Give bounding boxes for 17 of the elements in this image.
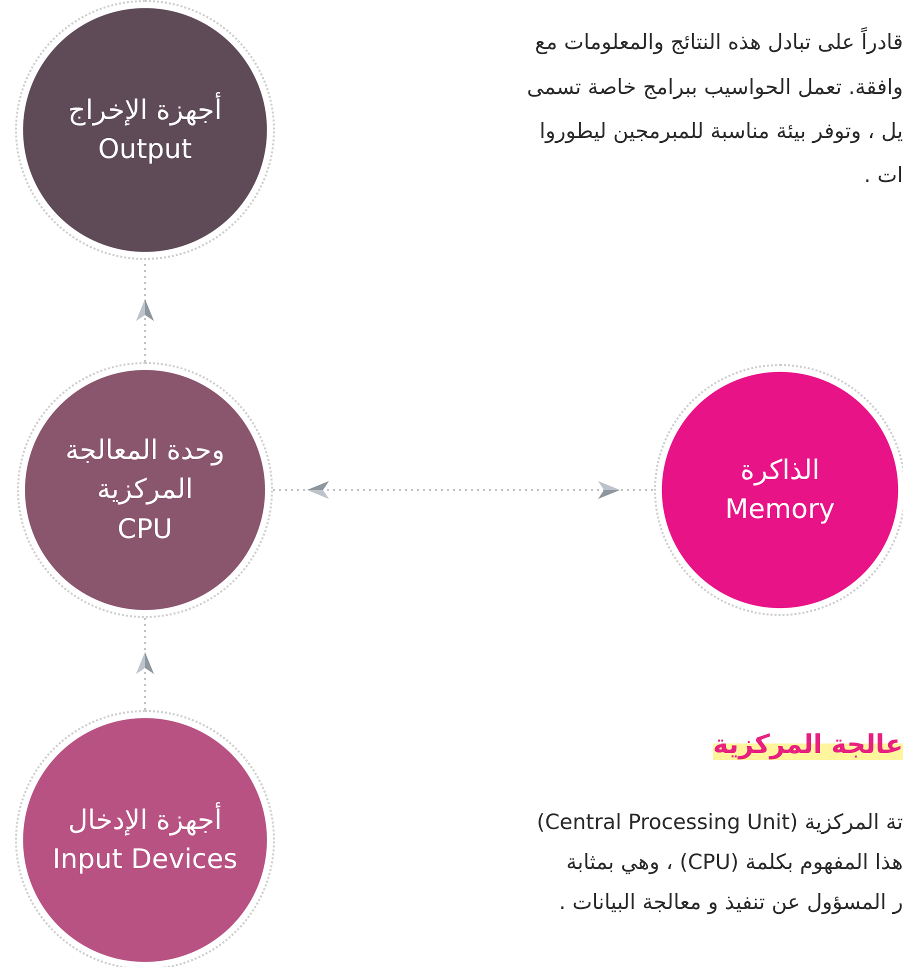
circle-label: وحدة المعالجة المركزية bbox=[64, 434, 226, 508]
circle-label: أجهزة الإخراج bbox=[68, 90, 222, 130]
arrow bbox=[136, 618, 154, 710]
body-text: ات . bbox=[864, 163, 903, 187]
circle-label: Output bbox=[98, 133, 192, 167]
circle-label: أجهزة الإدخال bbox=[68, 800, 222, 840]
circle-label: CPU bbox=[118, 512, 172, 547]
body-text: يل ، وتوفر بيئة مناسبة للمبرمجين ليطوروا bbox=[540, 119, 903, 143]
arrow bbox=[273, 481, 654, 499]
body-text: تة المركزية (Central Processing Unit) bbox=[536, 810, 903, 834]
circle-label: الذاكرة bbox=[740, 454, 820, 488]
circle-label: Input Devices bbox=[52, 843, 238, 877]
body-text: وافقة. تعمل الحواسيب ببرامج خاصة تسمى bbox=[526, 75, 903, 99]
circle-label: Memory bbox=[725, 493, 835, 527]
section-heading: عالجة المركزية bbox=[713, 730, 903, 760]
body-text: ر المسؤول عن تنفيذ و معالجة البيانات . bbox=[558, 890, 903, 914]
body-text: هذا المفهوم بكلمة (CPU) ، وهي بمثابة bbox=[566, 850, 903, 874]
